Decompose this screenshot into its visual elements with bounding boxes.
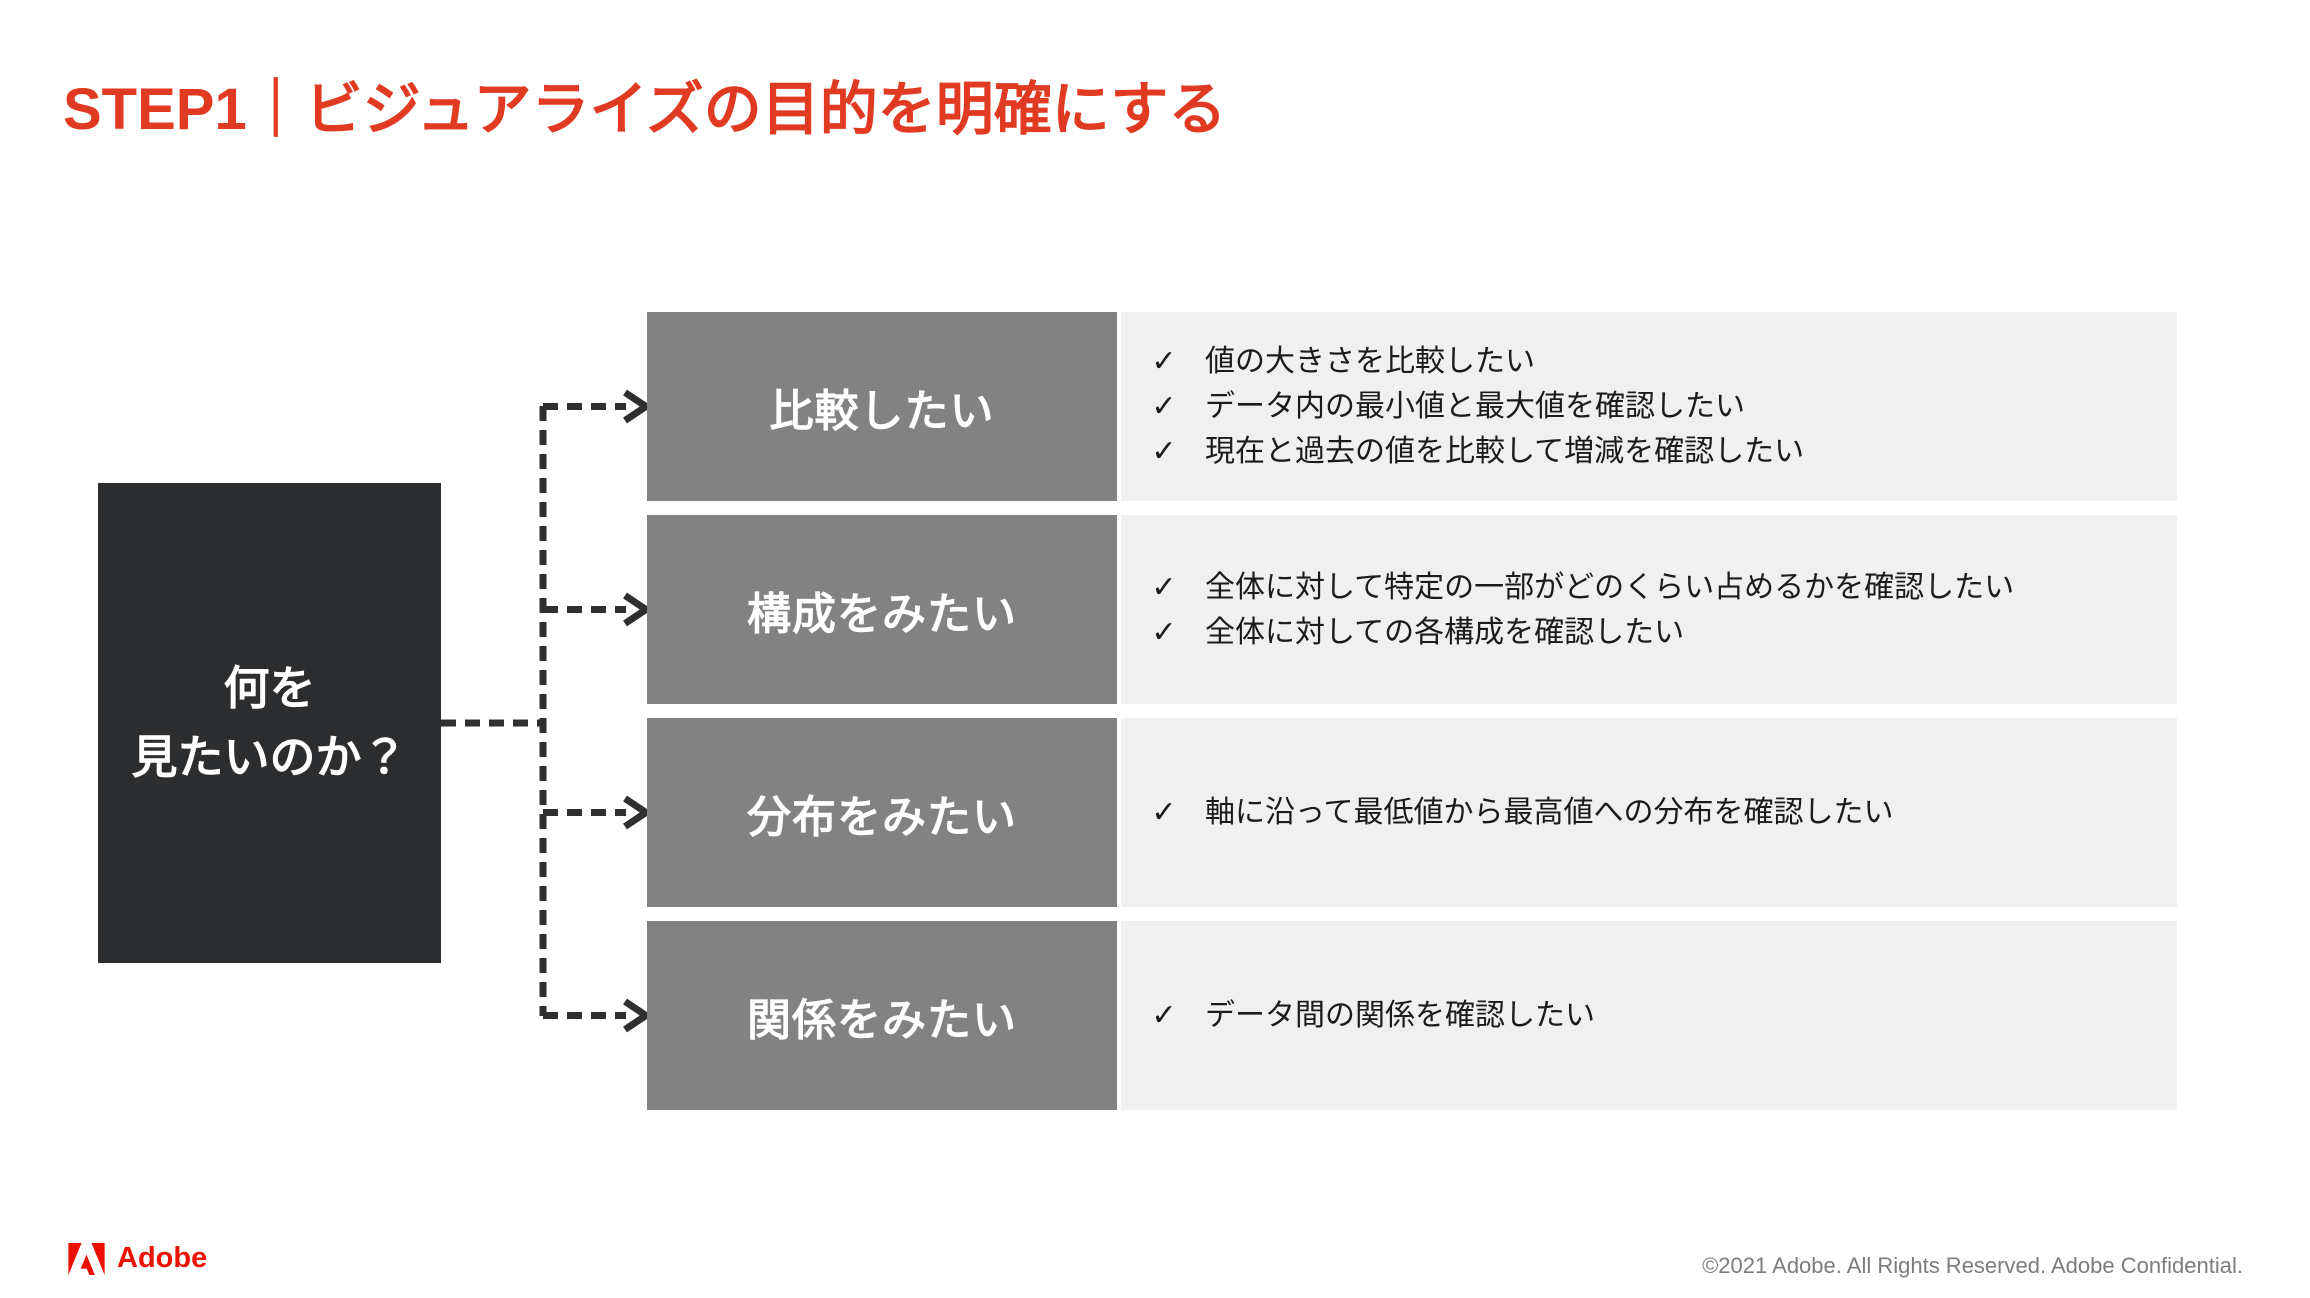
detail-panel-composition: ✓ 全体に対して特定の一部がどのくらい占めるかを確認したい ✓ 全体に対しての各… [1121, 515, 2177, 704]
category-box-compare: 比較したい [647, 312, 1117, 501]
checklist-item: ✓ 軸に沿って最低値から最高値への分布を確認したい [1147, 790, 2177, 835]
checklist-item-text: データ内の最小値と最大値を確認したい [1205, 390, 1745, 423]
checklist-item-text: 軸に沿って最低値から最高値への分布を確認したい [1205, 796, 1894, 829]
checklist-item: ✓ 全体に対して特定の一部がどのくらい占めるかを確認したい [1147, 565, 2177, 610]
adobe-wordmark: Adobe [117, 1242, 208, 1274]
question-line-1: 何を [223, 662, 316, 714]
check-icon: ✓ [1151, 796, 1177, 829]
checklist-item: ✓ 現在と過去の値を比較して増減を確認したい [1147, 429, 2177, 474]
check-icon: ✓ [1151, 999, 1177, 1032]
check-icon: ✓ [1151, 570, 1177, 604]
category-label: 関係をみたい [747, 995, 1017, 1045]
checklist-item-text: 全体に対して特定の一部がどのくらい占めるかを確認したい [1205, 570, 2015, 604]
checklist-item: ✓ データ間の関係を確認したい [1147, 993, 2177, 1038]
category-box-distribution: 分布をみたい [647, 718, 1117, 907]
checklist-item-text: 現在と過去の値を比較して増減を確認したい [1205, 435, 1805, 468]
checklist: ✓ 軸に沿って最低値から最高値への分布を確認したい [1147, 790, 2177, 835]
category-label: 分布をみたい [747, 792, 1017, 842]
check-icon: ✓ [1151, 345, 1177, 378]
category-box-composition: 構成をみたい [647, 515, 1117, 704]
check-icon: ✓ [1151, 435, 1177, 468]
adobe-logo: Adobe [68, 1242, 207, 1275]
check-icon: ✓ [1151, 615, 1177, 649]
category-label: 構成をみたい [747, 589, 1017, 639]
detail-panel-relationship: ✓ データ間の関係を確認したい [1121, 921, 2177, 1110]
category-box-relationship: 関係をみたい [647, 921, 1117, 1110]
arrowhead-icon [623, 795, 653, 830]
check-icon: ✓ [1151, 390, 1177, 423]
detail-panel-compare: ✓ 値の大きさを比較したい ✓ データ内の最小値と最大値を確認したい ✓ 現在と… [1121, 312, 2177, 501]
adobe-logo-icon [68, 1242, 105, 1275]
checklist-item: ✓ 全体に対しての各構成を確認したい [1147, 610, 2177, 655]
slide-title: STEP1｜ビジュアライズの目的を明確にする [63, 77, 1227, 142]
category-label: 比較したい [769, 386, 995, 436]
checklist-item-text: データ間の関係を確認したい [1205, 999, 1595, 1032]
question-line-2: 見たいのか？ [131, 731, 408, 783]
checklist-item-text: 全体に対しての各構成を確認したい [1205, 615, 1685, 649]
checklist: ✓ データ間の関係を確認したい [1147, 993, 2177, 1038]
arrowhead-icon [623, 389, 653, 424]
copyright-text: ©2021 Adobe. All Rights Reserved. Adobe … [1702, 1253, 2243, 1278]
question-box: 何を 見たいのか？ [98, 483, 441, 963]
detail-panel-distribution: ✓ 軸に沿って最低値から最高値への分布を確認したい [1121, 718, 2177, 907]
arrowhead-icon [623, 998, 653, 1033]
arrowhead-icon [623, 592, 653, 627]
checklist: ✓ 値の大きさを比較したい ✓ データ内の最小値と最大値を確認したい ✓ 現在と… [1147, 339, 2177, 474]
checklist: ✓ 全体に対して特定の一部がどのくらい占めるかを確認したい ✓ 全体に対しての各… [1147, 565, 2177, 655]
checklist-item: ✓ データ内の最小値と最大値を確認したい [1147, 384, 2177, 429]
checklist-item: ✓ 値の大きさを比較したい [1147, 339, 2177, 384]
checklist-item-text: 値の大きさを比較したい [1205, 345, 1535, 378]
